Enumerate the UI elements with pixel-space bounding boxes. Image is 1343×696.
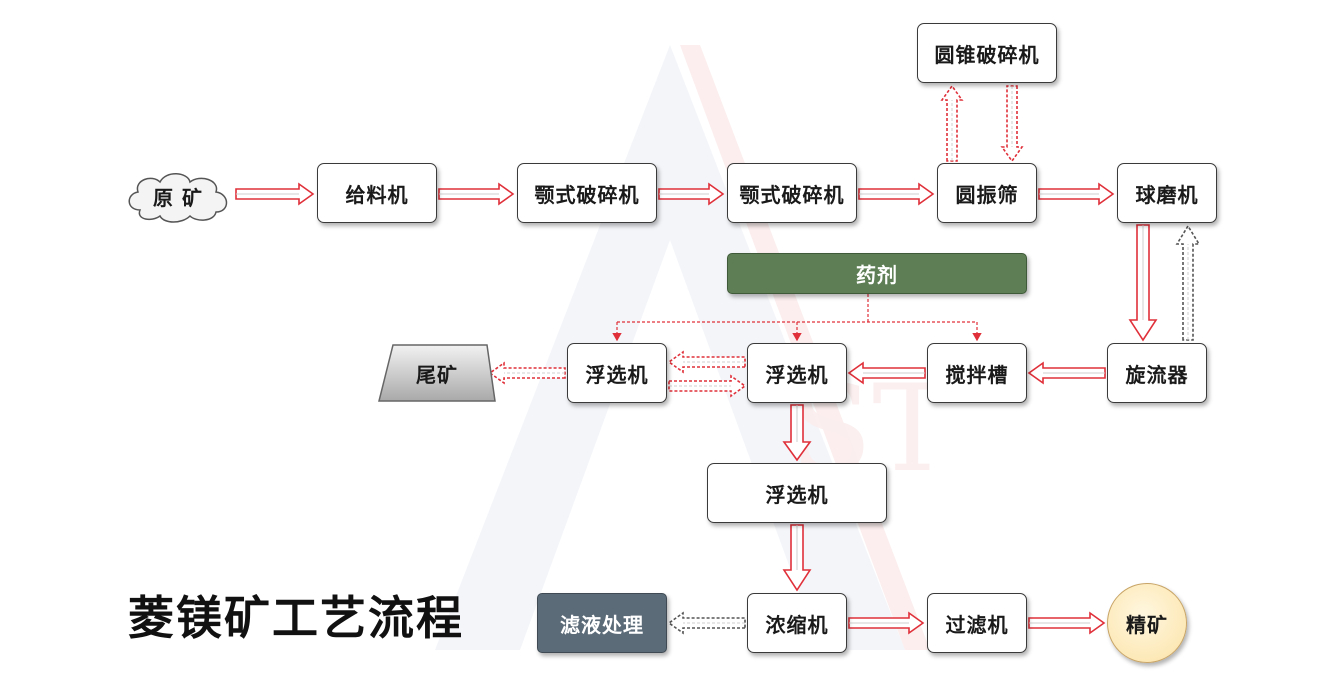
feeder-node: 给料机 <box>317 163 437 223</box>
circular-screen-node: 圆振筛 <box>937 163 1037 223</box>
raw-ore-label: 原 矿 <box>153 185 203 210</box>
flotation-main-node: 浮选机 <box>747 343 847 403</box>
flotation-lower-node: 浮选机 <box>707 463 887 523</box>
filtrate-treatment-node: 滤液处理 <box>537 593 667 653</box>
jaw-crusher-1-node: 颚式破碎机 <box>517 163 657 223</box>
hydrocyclone-node: 旋流器 <box>1107 343 1207 403</box>
thickener-node: 浓缩机 <box>747 593 847 653</box>
tailings-node: 尾矿 <box>377 343 497 403</box>
concentrate-node: 精矿 <box>1107 583 1187 663</box>
raw-ore-node: 原 矿 <box>122 168 234 224</box>
reagent-node: 药剂 <box>727 253 1027 294</box>
cone-crusher-node: 圆锥破碎机 <box>917 23 1057 83</box>
mixing-tank-node: 搅拌槽 <box>927 343 1027 403</box>
cloud-shape <box>128 173 228 223</box>
filter-node: 过滤机 <box>927 593 1027 653</box>
page-title: 菱镁矿工艺流程 <box>128 591 464 645</box>
flotation-left-node: 浮选机 <box>567 343 667 403</box>
jaw-crusher-2-node: 颚式破碎机 <box>727 163 857 223</box>
ball-mill-node: 球磨机 <box>1117 163 1217 223</box>
tailings-label: 尾矿 <box>416 362 458 387</box>
trapezoid-shape <box>378 344 496 402</box>
